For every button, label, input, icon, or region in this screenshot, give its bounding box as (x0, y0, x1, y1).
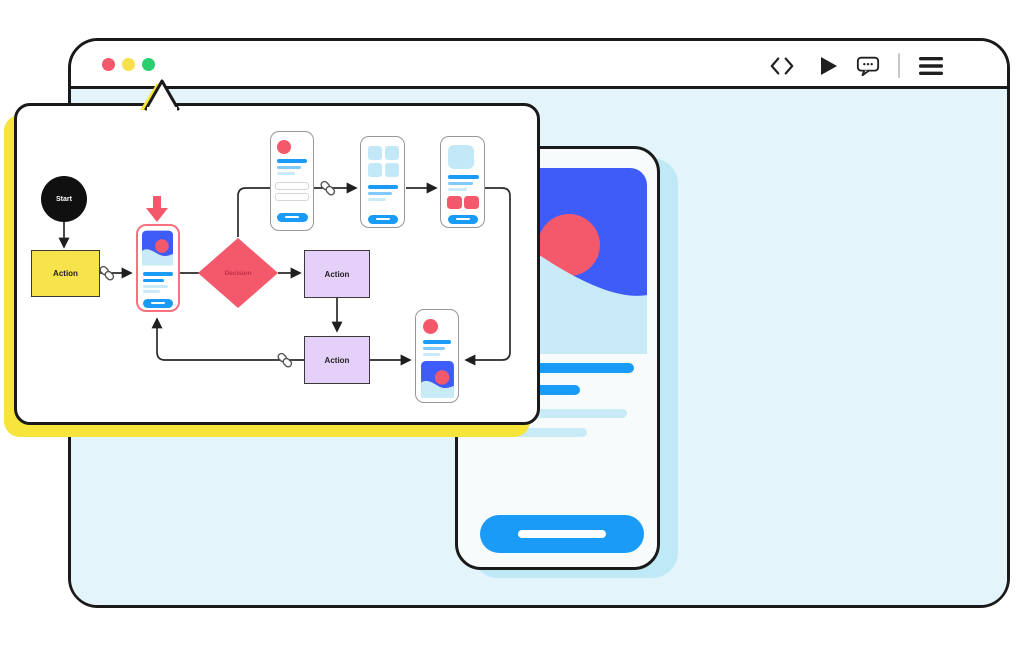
flow-phone-detail[interactable] (440, 136, 485, 228)
grid-tile (385, 163, 399, 177)
text-line (368, 185, 398, 189)
flow-node-action-purple-2[interactable]: Action (304, 336, 370, 384)
flow-phone-grid[interactable] (360, 136, 405, 228)
link-icon[interactable] (319, 179, 337, 197)
text-line (143, 279, 164, 282)
text-line (448, 182, 473, 185)
text-line (368, 198, 386, 201)
avatar-dot (423, 319, 438, 334)
flow-node-action-yellow[interactable]: Action (31, 250, 100, 297)
text-line (143, 290, 160, 293)
text-line (143, 285, 168, 288)
action-tile (447, 196, 462, 209)
decision-label: Decision (224, 269, 252, 277)
button-label-bar (518, 530, 606, 538)
comment-icon[interactable] (855, 54, 881, 78)
grid-tile (368, 163, 382, 177)
image-placeholder (448, 145, 474, 169)
text-line (277, 166, 301, 169)
action-label: Action (53, 269, 78, 278)
menu-icon[interactable] (918, 54, 944, 78)
selection-pointer-arrow-icon (146, 196, 168, 222)
text-line (480, 409, 627, 418)
input-field (275, 182, 309, 190)
link-icon[interactable] (276, 351, 294, 369)
toolbar-divider (898, 53, 900, 78)
flow-phone-profile[interactable] (415, 309, 459, 403)
flow-node-action-purple-1[interactable]: Action (304, 250, 370, 298)
mini-sunrise-image (142, 230, 173, 266)
primary-cta-button[interactable] (480, 515, 644, 553)
mini-button (143, 299, 173, 308)
text-line (448, 175, 479, 179)
text-line (277, 172, 295, 175)
text-line (423, 353, 440, 356)
window-titlebar (71, 41, 1007, 86)
play-icon[interactable] (815, 54, 841, 78)
text-line (480, 428, 587, 437)
card-pointer (140, 79, 180, 112)
text-line (368, 192, 392, 195)
text-line (423, 340, 451, 344)
text-line (143, 272, 173, 276)
text-line (448, 188, 467, 191)
mini-sunrise-image (421, 361, 454, 398)
mini-button (276, 213, 308, 222)
close-window-button[interactable] (102, 58, 115, 71)
text-line (480, 363, 634, 373)
grid-tile (368, 146, 382, 160)
mini-button (367, 215, 398, 224)
code-icon[interactable] (769, 54, 795, 78)
zoom-window-button[interactable] (142, 58, 155, 71)
action-tile (464, 196, 479, 209)
flow-phone-form[interactable] (270, 131, 314, 231)
action-label: Action (324, 355, 350, 365)
flowchart-popup-card: Start Action Decision Action Action (14, 103, 540, 425)
avatar-dot (277, 140, 291, 154)
minimize-window-button[interactable] (122, 58, 135, 71)
text-line (277, 159, 307, 163)
text-line (423, 347, 445, 350)
action-label: Action (324, 269, 350, 279)
mini-button (447, 215, 478, 224)
flow-node-start[interactable]: Start (41, 176, 87, 222)
input-field (275, 193, 309, 201)
flow-connectors (58, 182, 511, 366)
start-label: Start (56, 195, 72, 203)
link-icon[interactable] (98, 264, 116, 282)
grid-tile (385, 146, 399, 160)
flow-phone-selected[interactable] (136, 224, 180, 312)
